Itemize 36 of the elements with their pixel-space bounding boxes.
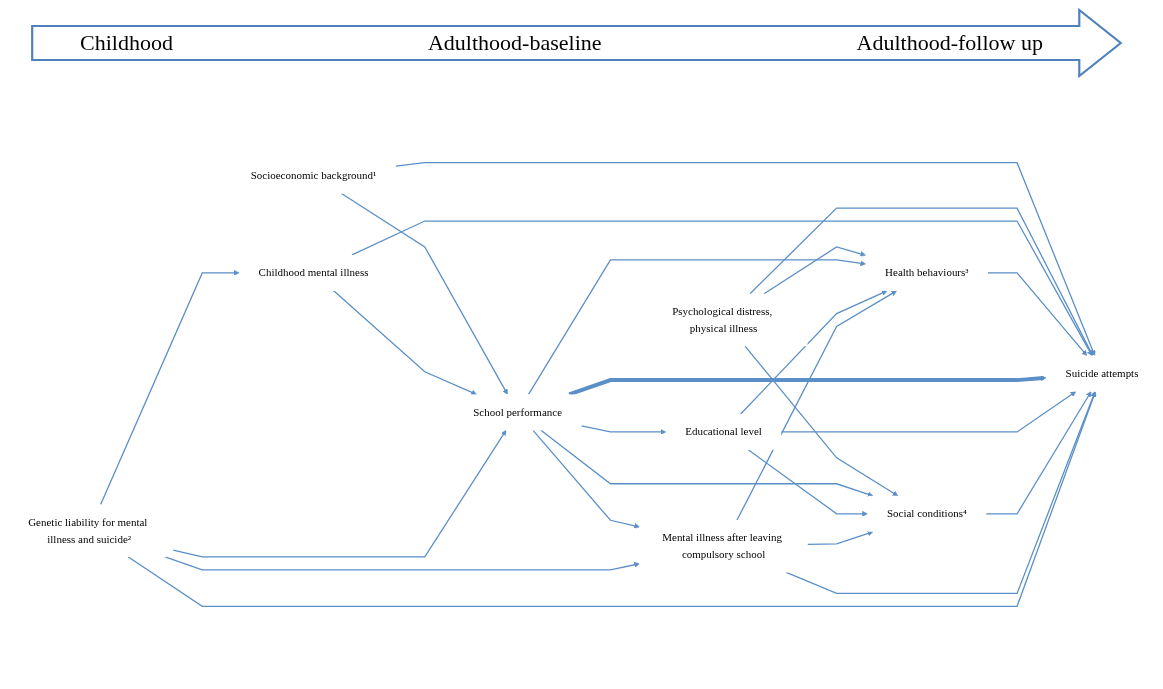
arrow: [747, 449, 868, 517]
node-text: Mental illness after leaving compulsory school: [662, 531, 783, 561]
arrow: [785, 391, 1096, 594]
arrow: [540, 429, 874, 497]
arrow: [127, 391, 1097, 607]
node-text: Suicide attempts: [1065, 367, 1139, 380]
arrow: [985, 391, 1092, 515]
node-text: Psychological distress, physical illness: [672, 305, 773, 335]
arrow: [351, 220, 1093, 356]
arrow: [172, 430, 507, 558]
arrow: [736, 290, 897, 521]
arrow: [568, 375, 1047, 397]
arrow: [580, 425, 667, 435]
node-text: Genetic liability for mental illness and suicide²: [28, 516, 148, 545]
arrow: [527, 259, 866, 396]
arrow: [740, 290, 888, 415]
arrow: [744, 345, 899, 497]
arrow: [340, 192, 508, 395]
arrow: [532, 429, 640, 529]
node-text: Childhood mental illness: [258, 266, 369, 279]
arrow: [780, 391, 1077, 433]
arrow: [763, 246, 866, 295]
arrow: [164, 556, 640, 571]
period-label: Childhood: [80, 30, 173, 56]
node-text: School performance: [473, 406, 563, 419]
arrow: [395, 162, 1096, 356]
arrow: [333, 290, 477, 395]
period-label: Adulthood-baseline: [428, 30, 602, 56]
node-text: Health behaviours³: [885, 266, 969, 279]
period-label: Adulthood-follow up: [856, 30, 1043, 56]
node-text: Social conditions⁴: [886, 507, 967, 520]
arrow: [749, 207, 1094, 356]
arrow: [987, 272, 1088, 356]
arrow: [100, 270, 240, 506]
arrow: [806, 530, 874, 546]
node-text: Socioeconomic background¹: [250, 169, 377, 182]
